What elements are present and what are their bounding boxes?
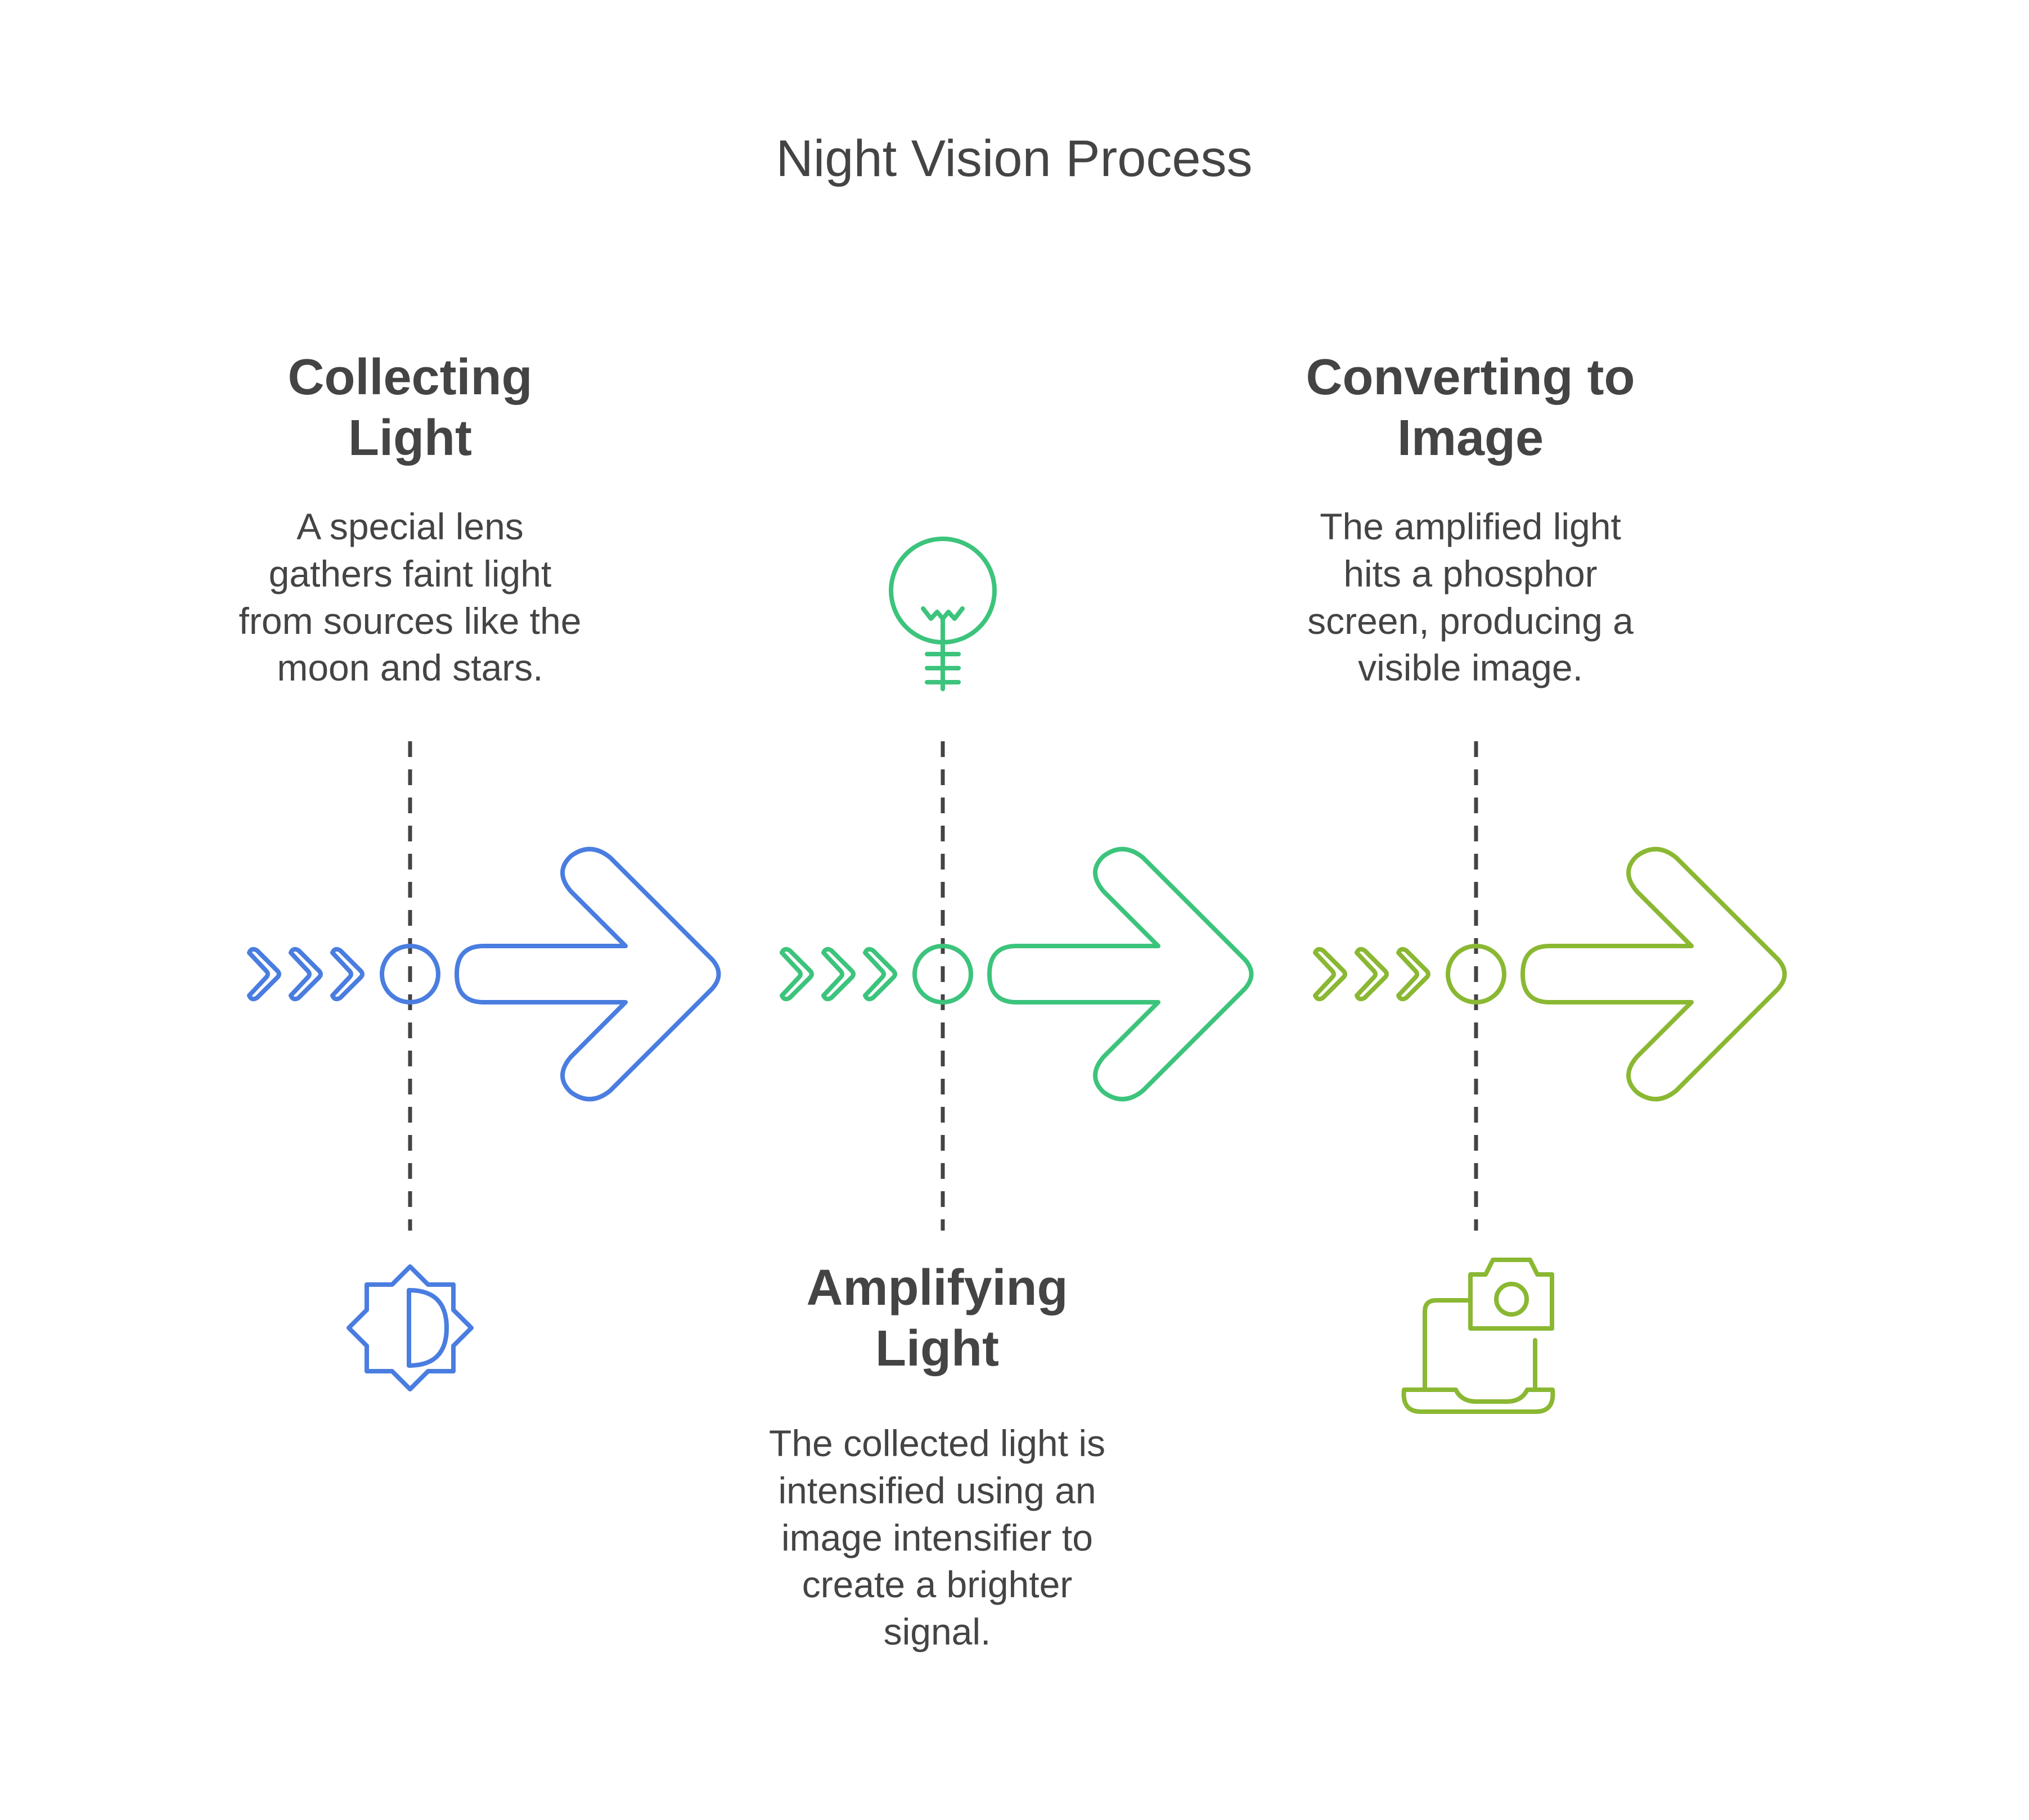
step-1-description: A special lens gathers faint light from … <box>185 503 635 692</box>
step-1-title-line-1: Collecting <box>287 349 533 406</box>
chevron-step-2-2 <box>821 947 856 1002</box>
big-arrow-step-3 <box>1520 846 1787 1102</box>
chevron-step-3-3 <box>1396 947 1430 1002</box>
step-1-desc-line: A special lens <box>296 506 524 547</box>
step-3-desc-line: screen, producing a <box>1307 600 1634 642</box>
chevron-step-1-3 <box>330 947 365 1002</box>
step-2-desc-line: The collected light is <box>769 1422 1105 1464</box>
axis-circle-step-2 <box>912 944 973 1004</box>
chevron-step-1-2 <box>289 947 323 1002</box>
axis-circle-step-1 <box>380 944 440 1004</box>
step-2-title: Amplifying Light <box>740 1258 1134 1379</box>
sun-brightness-icon <box>347 1264 474 1391</box>
step-3-title: Converting to Image <box>1274 347 1667 468</box>
lightbulb-icon <box>889 537 997 691</box>
big-arrows <box>455 846 1787 1102</box>
step-2-title-line-2: Light <box>875 1321 999 1377</box>
step-2-description: The collected light is intensified using… <box>712 1420 1162 1656</box>
step-1-title: Collecting Light <box>213 347 607 468</box>
camera-laptop-icon <box>1401 1258 1555 1414</box>
dashed-lines <box>408 741 1478 1231</box>
step-2-desc-line: signal. <box>883 1611 991 1653</box>
axis-circle-step-3 <box>1446 944 1506 1004</box>
step-2-desc-line: intensified using an <box>778 1469 1096 1511</box>
step-2-desc-line: image intensifier to <box>781 1516 1093 1558</box>
step-3-desc-line: The amplified light <box>1320 506 1621 547</box>
chevron-step-3-2 <box>1355 947 1389 1002</box>
axis-circles <box>380 944 1506 1004</box>
step-2-title-line-1: Amplifying <box>806 1260 1068 1316</box>
step-1-title-line-2: Light <box>348 410 472 466</box>
diagram-title: Night Vision Process <box>776 130 1253 187</box>
step-2-desc-line: create a brighter <box>802 1564 1073 1606</box>
step-3-desc-line: visible image. <box>1358 647 1583 689</box>
step-1-desc-line: gathers faint light <box>268 552 552 594</box>
step-3-description: The amplified light hits a phosphor scre… <box>1245 503 1695 692</box>
chevron-step-2-3 <box>863 947 897 1002</box>
chevron-step-2-1 <box>780 947 814 1002</box>
step-3-title-line-2: Image <box>1397 410 1544 466</box>
big-arrow-step-1 <box>455 846 721 1102</box>
step-1-desc-line: moon and stars. <box>277 647 543 689</box>
step-3-title-line-1: Converting to <box>1306 349 1635 406</box>
big-arrow-step-2 <box>987 846 1254 1102</box>
chevrons-layer <box>247 947 1430 1002</box>
chevron-step-3-1 <box>1313 947 1347 1002</box>
step-3-desc-line: hits a phosphor <box>1343 552 1598 594</box>
step-1-desc-line: from sources like the <box>239 600 582 642</box>
chevron-step-1-1 <box>247 947 281 1002</box>
